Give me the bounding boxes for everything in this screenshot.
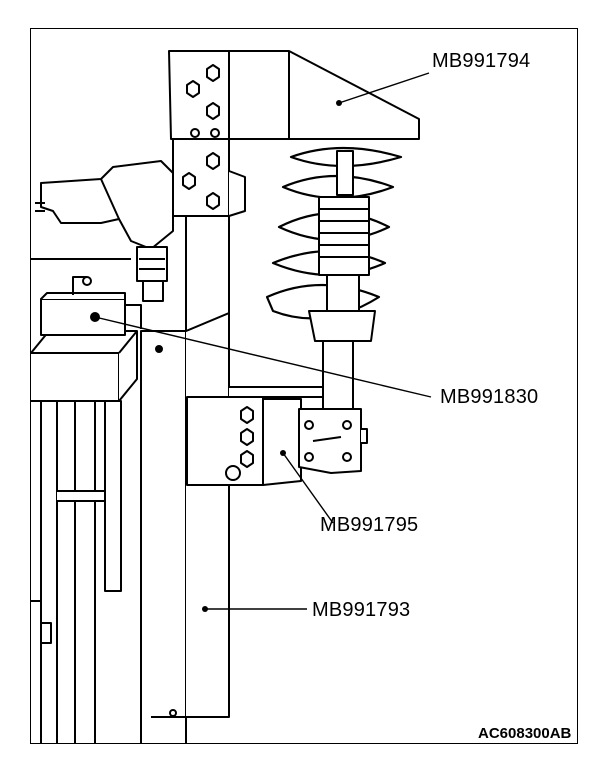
strut-knuckle-bracket [298, 408, 368, 474]
spring-seat-tool [40, 276, 142, 336]
callout-mb991830: MB991830 [440, 386, 539, 408]
illustration-frame [30, 28, 578, 744]
upper-clamp-block [172, 138, 246, 217]
impact-wrench [35, 160, 174, 302]
leader-lines [94, 72, 432, 610]
figure-id: AC608300AB [478, 725, 572, 742]
callout-mb991794: MB991794 [432, 50, 531, 72]
lower-bracket [186, 386, 324, 486]
spring-compressor-illustration [31, 50, 432, 743]
workbench [31, 258, 138, 743]
callout-mb991793: MB991793 [312, 599, 411, 621]
callout-mb991795: MB991795 [320, 514, 419, 536]
leader-dots [202, 100, 342, 612]
top-compressor-arm [168, 50, 420, 140]
